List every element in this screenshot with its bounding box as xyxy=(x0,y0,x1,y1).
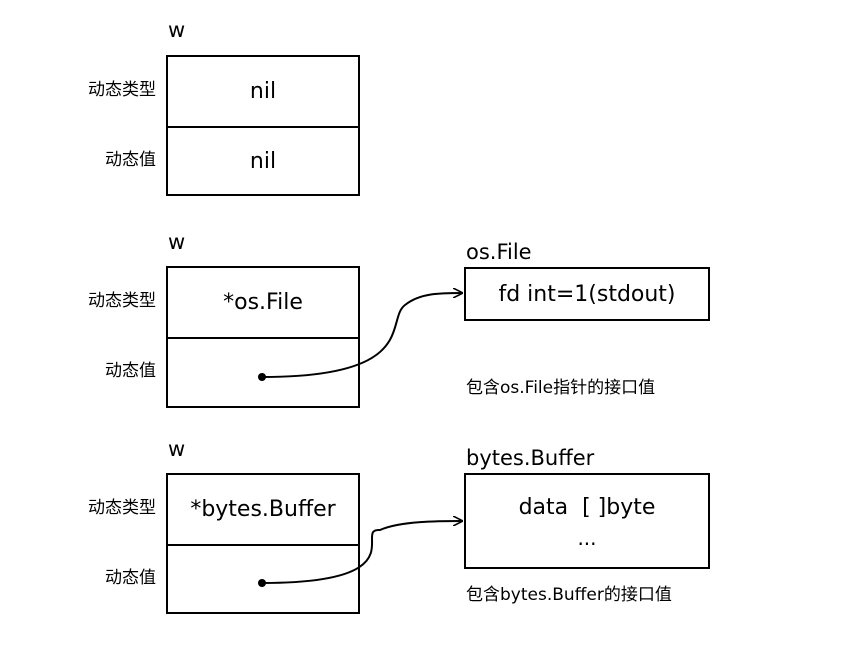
iface3-dynamic-value-label: 动态值 xyxy=(105,568,156,588)
iface2-dynamic-value-label: 动态值 xyxy=(105,361,156,381)
bytes-buffer-ellipsis: ... xyxy=(577,526,597,550)
iface1-value-cell: nil xyxy=(249,148,277,174)
iface1-type-cell: nil xyxy=(249,79,277,104)
iface2-var-name: w xyxy=(168,230,186,254)
iface1-dynamic-value-label: 动态值 xyxy=(105,150,156,170)
os-file-pointer-arrow xyxy=(261,293,462,378)
os-file-caption: 包含os.File指针的接口值 xyxy=(466,378,656,398)
iface2-type-cell: *os.File xyxy=(223,290,303,315)
iface1-var-name: w xyxy=(168,18,186,42)
iface1-dynamic-type-label: 动态类型 xyxy=(88,80,156,100)
iface1-divider xyxy=(168,126,358,128)
bytes-buffer-pointer-arrow xyxy=(261,521,462,584)
iface2-divider xyxy=(168,337,358,339)
bytes-buffer-field: data [ ]byte xyxy=(518,494,656,520)
iface3-var-name: w xyxy=(168,437,186,461)
os-file-title: os.File xyxy=(466,240,532,264)
os-file-box: fd int=1(stdout) xyxy=(464,267,710,321)
bytes-buffer-title: bytes.Buffer xyxy=(466,446,595,470)
iface3-type-cell: *bytes.Buffer xyxy=(190,497,336,522)
iface3-box: *bytes.Buffer xyxy=(166,473,360,614)
iface2-box: *os.File xyxy=(166,266,360,408)
iface2-dynamic-type-label: 动态类型 xyxy=(88,291,156,311)
os-file-field: fd int=1(stdout) xyxy=(498,281,676,307)
iface1-box: nil nil xyxy=(166,55,360,196)
iface3-dynamic-type-label: 动态类型 xyxy=(88,498,156,518)
bytes-buffer-caption: 包含bytes.Buffer的接口值 xyxy=(466,585,672,605)
bytes-buffer-box: data [ ]byte ... xyxy=(464,473,710,569)
iface3-divider xyxy=(168,544,358,546)
